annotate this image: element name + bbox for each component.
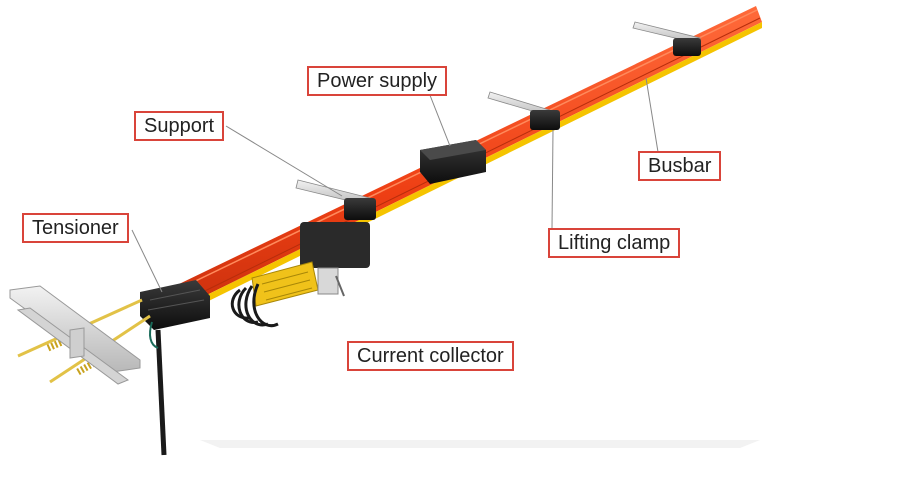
support-bracket-mid [487,91,560,130]
leader-lifting-clamp [551,129,554,229]
support-bracket-far [632,21,701,56]
callout-tensioner: Tensioner [22,213,129,243]
support-bracket-near [295,179,376,220]
callout-support: Support [134,111,225,141]
current-collector [230,222,370,328]
callout-lifting-clamp: Lifting clamp [548,228,681,258]
leader-support [225,125,343,197]
callout-current-collector: Current collector [347,341,514,371]
callout-busbar: Busbar [638,151,722,181]
power-supply-box [420,140,486,184]
rail-reflection [200,440,760,448]
end-beam [9,285,141,385]
callout-power-supply: Power supply [307,66,448,96]
leader-tensioner [131,229,163,293]
tensioner-block [140,280,210,456]
leader-busbar [645,77,659,153]
